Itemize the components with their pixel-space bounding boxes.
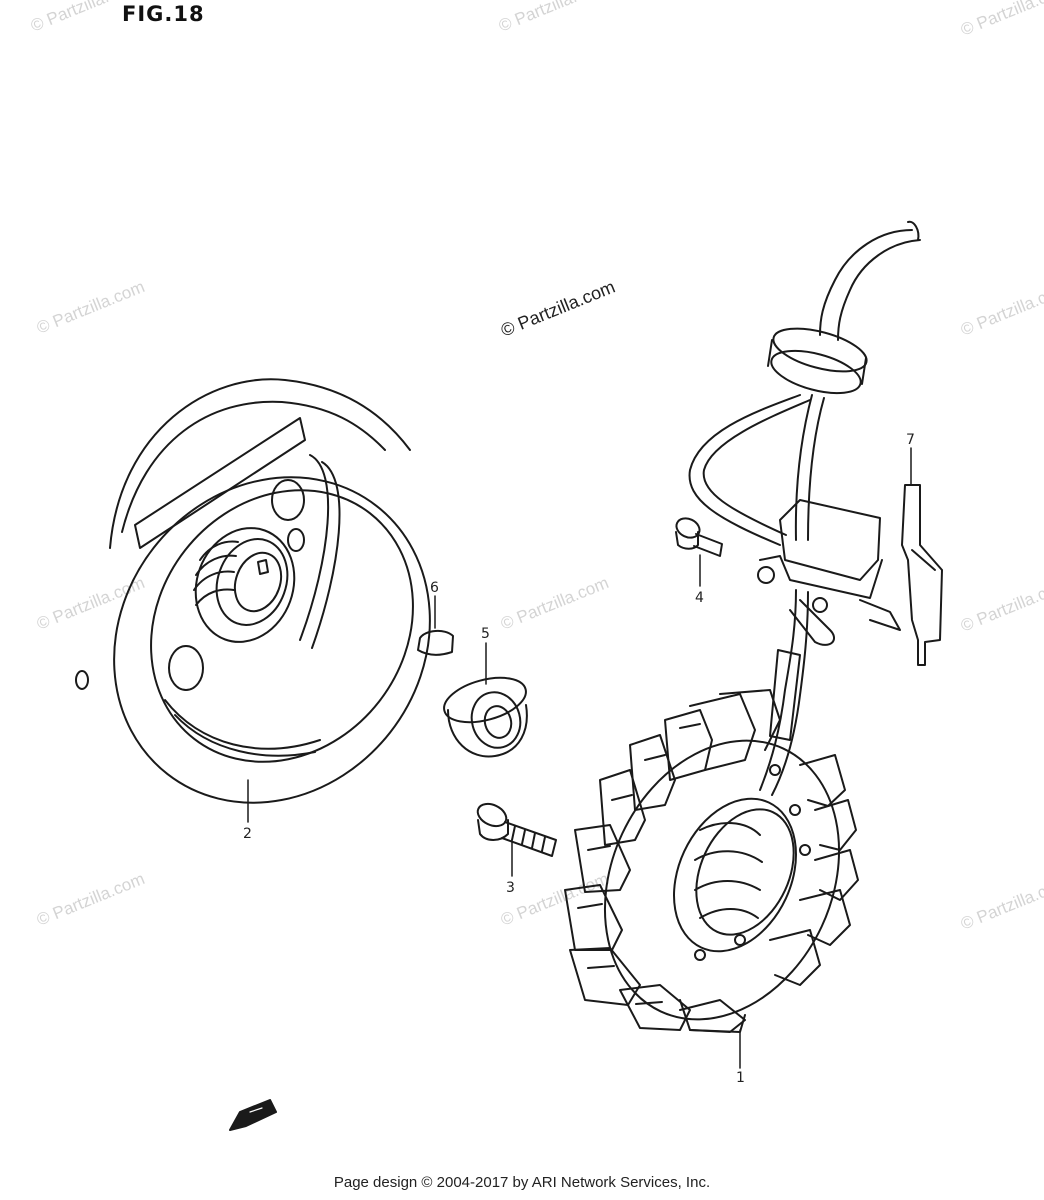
flange-nut[interactable] — [439, 642, 530, 758]
part-ref-4[interactable]: 4 — [695, 590, 704, 606]
part-ref-2[interactable]: 2 — [243, 826, 252, 842]
wire-bracket[interactable] — [901, 447, 943, 666]
stator-bolt[interactable] — [474, 800, 557, 877]
figure-title: FIG.18 — [122, 2, 205, 26]
part-ref-7[interactable]: 7 — [906, 432, 915, 448]
clamp-screw[interactable] — [673, 515, 723, 587]
page-footer: Page design © 2004-2017 by ARI Network S… — [333, 1174, 711, 1191]
stator-coil[interactable] — [561, 220, 921, 1069]
part-ref-1[interactable]: 1 — [736, 1070, 745, 1086]
part-ref-6[interactable]: 6 — [430, 580, 439, 596]
part-ref-3[interactable]: 3 — [506, 880, 515, 896]
woodruff-key[interactable] — [417, 595, 454, 656]
front-arrow-icon — [229, 1099, 277, 1131]
part-ref-5[interactable]: 5 — [481, 626, 490, 642]
flywheel-rotor[interactable] — [49, 378, 495, 866]
